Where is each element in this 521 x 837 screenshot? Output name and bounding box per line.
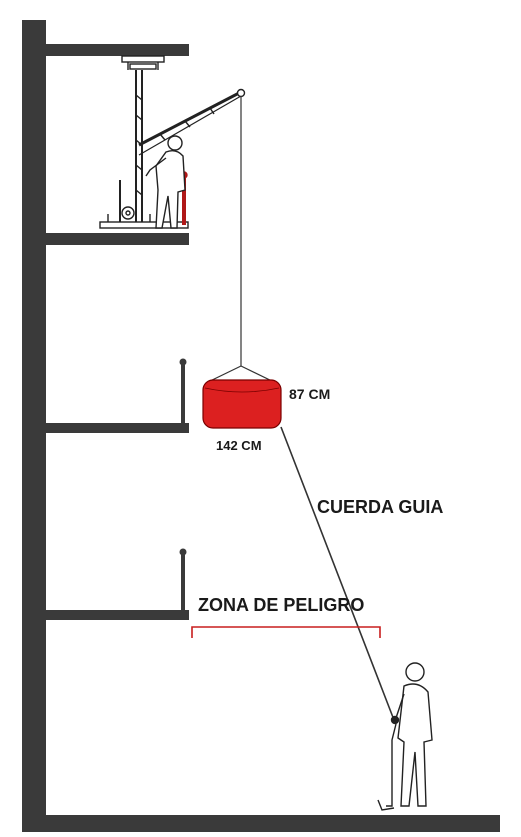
roof-slab bbox=[46, 44, 189, 56]
ground-worker-figure bbox=[377, 662, 433, 811]
guide-rope-label: CUERDA GUIA bbox=[317, 497, 443, 517]
load-body bbox=[202, 379, 282, 429]
guide-rope bbox=[280, 426, 395, 721]
load-width-label: 142 CM bbox=[216, 438, 262, 453]
building-wall bbox=[22, 20, 46, 820]
danger-zone-label: ZONA DE PELIGRO bbox=[198, 595, 364, 615]
danger-zone-bracket bbox=[191, 626, 381, 638]
middle-floor-slab bbox=[46, 423, 189, 433]
ground-slab bbox=[22, 815, 500, 832]
operator-figure bbox=[145, 135, 186, 229]
building-structure bbox=[22, 20, 500, 832]
upper-floor-slab bbox=[46, 233, 189, 245]
suspended-load bbox=[202, 365, 282, 429]
load-height-label: 87 CM bbox=[289, 386, 330, 402]
mini-crane bbox=[99, 55, 246, 229]
lower-railing-cap bbox=[179, 548, 187, 556]
middle-railing-cap bbox=[179, 358, 187, 366]
lower-floor-slab bbox=[46, 610, 189, 620]
